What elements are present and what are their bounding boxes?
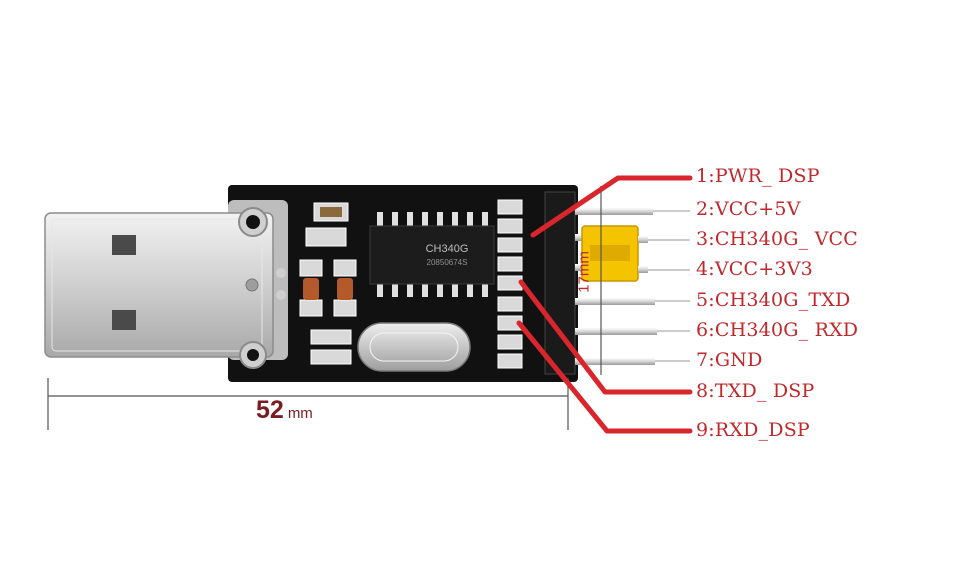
pin-label-5: 5:CH340G_TXD (696, 289, 851, 311)
pin-label-9: 9:RXD_DSP (696, 419, 810, 441)
pin-label-4: 4:VCC+3V3 (696, 258, 813, 280)
width-label: 17mm (575, 251, 593, 293)
callout-lines (516, 175, 693, 434)
led-column (497, 199, 523, 369)
leader-lines (648, 210, 690, 362)
usb-connector (44, 200, 288, 360)
crystal-oscillator (357, 322, 471, 372)
length-unit: mm (287, 405, 313, 422)
pin-label-6: 6:CH340G_ RXD (696, 319, 859, 341)
header-pins (575, 208, 657, 365)
ch340g-chip: CH340G 20850674S (369, 212, 495, 297)
pin-label-1: 1:PWR_ DSP (696, 165, 820, 187)
pin-label-3: 3:CH340G_ VCC (696, 228, 858, 250)
pin-label-8: 8:TXD_ DSP (696, 380, 815, 402)
pin-label-2: 2:VCC+5V (696, 198, 801, 220)
pin-label-7: 7:GND (696, 349, 763, 371)
length-value: 52 (256, 396, 284, 424)
smd-components (299, 202, 357, 365)
chip-code: 20850674S (427, 258, 468, 267)
chip-name: CH340G (426, 243, 469, 255)
